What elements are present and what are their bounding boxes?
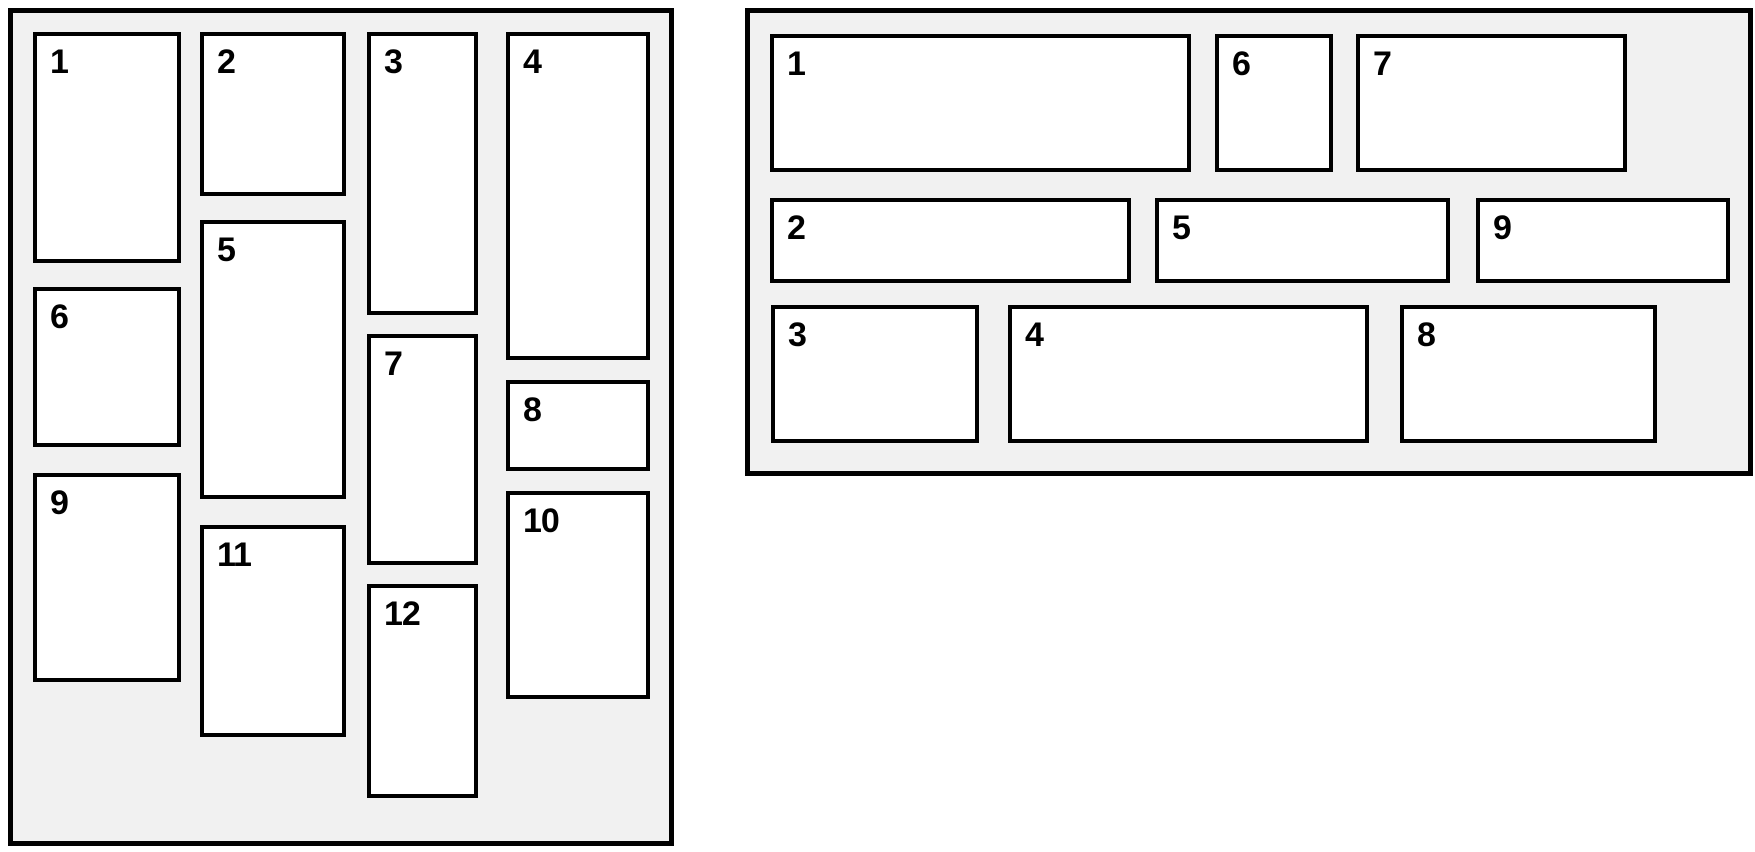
item-number-label: 4 [1025,316,1044,354]
item-number-label: 6 [1232,45,1251,83]
masonry-item-3: 3 [367,32,478,315]
row-masonry-panel: 1 6 7 2 5 9 3 4 8 [745,8,1753,476]
item-number-label: 11 [217,536,252,574]
masonry-item-12: 12 [367,584,478,798]
masonry-item-1: 1 [770,34,1191,172]
item-number-label: 6 [50,298,69,336]
masonry-item-11: 11 [200,525,346,737]
item-number-label: 2 [787,209,806,247]
masonry-item-7: 7 [367,334,478,565]
masonry-item-5: 5 [1155,198,1450,283]
item-number-label: 8 [1417,316,1436,354]
item-number-label: 9 [50,484,69,522]
masonry-item-8: 8 [506,380,650,471]
item-number-label: 5 [1172,209,1191,247]
item-number-label: 2 [217,43,236,81]
masonry-item-2: 2 [770,198,1131,283]
masonry-item-7: 7 [1356,34,1627,172]
item-number-label: 5 [217,231,236,269]
masonry-item-1: 1 [33,32,181,263]
item-number-label: 9 [1493,209,1512,247]
masonry-item-8: 8 [1400,305,1657,443]
item-number-label: 7 [1373,45,1392,83]
item-number-label: 7 [384,345,403,383]
masonry-item-4: 4 [506,32,650,360]
masonry-item-5: 5 [200,220,346,499]
item-number-label: 10 [523,502,560,540]
item-number-label: 4 [523,43,542,81]
masonry-item-3: 3 [771,305,979,443]
masonry-item-6: 6 [33,287,181,447]
column-masonry-panel: 1 2 3 4 5 6 7 8 9 10 11 12 [8,8,674,846]
masonry-item-9: 9 [33,473,181,682]
item-number-label: 12 [384,595,421,633]
item-number-label: 8 [523,391,542,429]
masonry-item-4: 4 [1008,305,1369,443]
masonry-item-10: 10 [506,491,650,699]
masonry-item-2: 2 [200,32,346,196]
masonry-item-9: 9 [1476,198,1730,283]
item-number-label: 1 [50,43,69,81]
item-number-label: 3 [384,43,403,81]
item-number-label: 1 [787,45,806,83]
masonry-item-6: 6 [1215,34,1333,172]
item-number-label: 3 [788,316,807,354]
